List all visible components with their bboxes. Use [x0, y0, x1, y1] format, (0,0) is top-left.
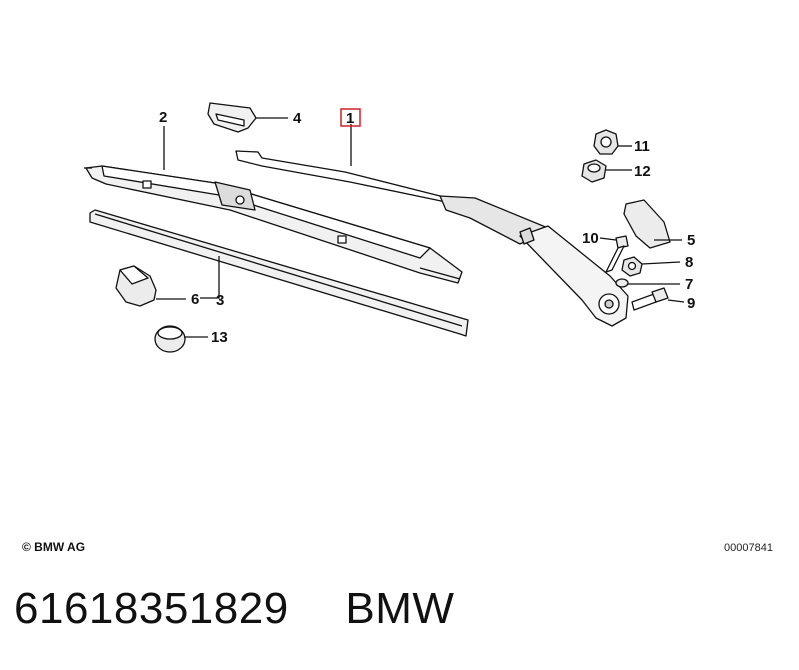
- callout-5[interactable]: 5: [687, 232, 695, 249]
- part-caption: 61618351829 BMW: [14, 584, 454, 634]
- part-number: 61618351829: [14, 584, 289, 633]
- callout-13[interactable]: 13: [211, 329, 228, 346]
- copyright-notice: © BMW AG: [22, 540, 86, 554]
- wiper-rubber: [89, 209, 469, 337]
- wiper-arm: [235, 150, 629, 327]
- brand-name: BMW: [345, 584, 455, 633]
- bolt: [631, 287, 669, 311]
- callout-4[interactable]: 4: [293, 110, 302, 127]
- cover-cap-small: [115, 265, 157, 307]
- callout-8[interactable]: 8: [685, 254, 693, 271]
- arm-cover-cap: [623, 199, 671, 249]
- wiper-clip: [207, 102, 257, 133]
- callout-10[interactable]: 10: [582, 230, 599, 247]
- callout-11[interactable]: 11: [634, 138, 650, 155]
- leader-lines: [156, 117, 685, 338]
- wiper-blade-frame: [84, 165, 463, 284]
- washer: [615, 278, 629, 288]
- callout-1-highlight: [340, 108, 361, 127]
- callout-12[interactable]: 12: [634, 163, 651, 180]
- lock-nut: [621, 256, 643, 277]
- callout-1[interactable]: 1: [346, 110, 354, 127]
- callout-3[interactable]: 3: [216, 292, 224, 309]
- callout-labels: 1 2 3 4 5 6 7 8 9 10 11 12 13: [159, 108, 695, 346]
- screw: [605, 235, 629, 273]
- round-cap: [154, 325, 186, 353]
- cap-nut: [593, 129, 619, 155]
- hex-nut: [581, 159, 607, 183]
- image-code: 00007841: [724, 542, 773, 554]
- callout-9[interactable]: 9: [687, 295, 695, 312]
- callout-7[interactable]: 7: [685, 276, 693, 293]
- callout-6[interactable]: 6: [191, 291, 199, 308]
- parts-diagram: 1 2 3 4 5 6 7 8 9 10 11 12 13: [84, 102, 695, 353]
- callout-2[interactable]: 2: [159, 109, 167, 126]
